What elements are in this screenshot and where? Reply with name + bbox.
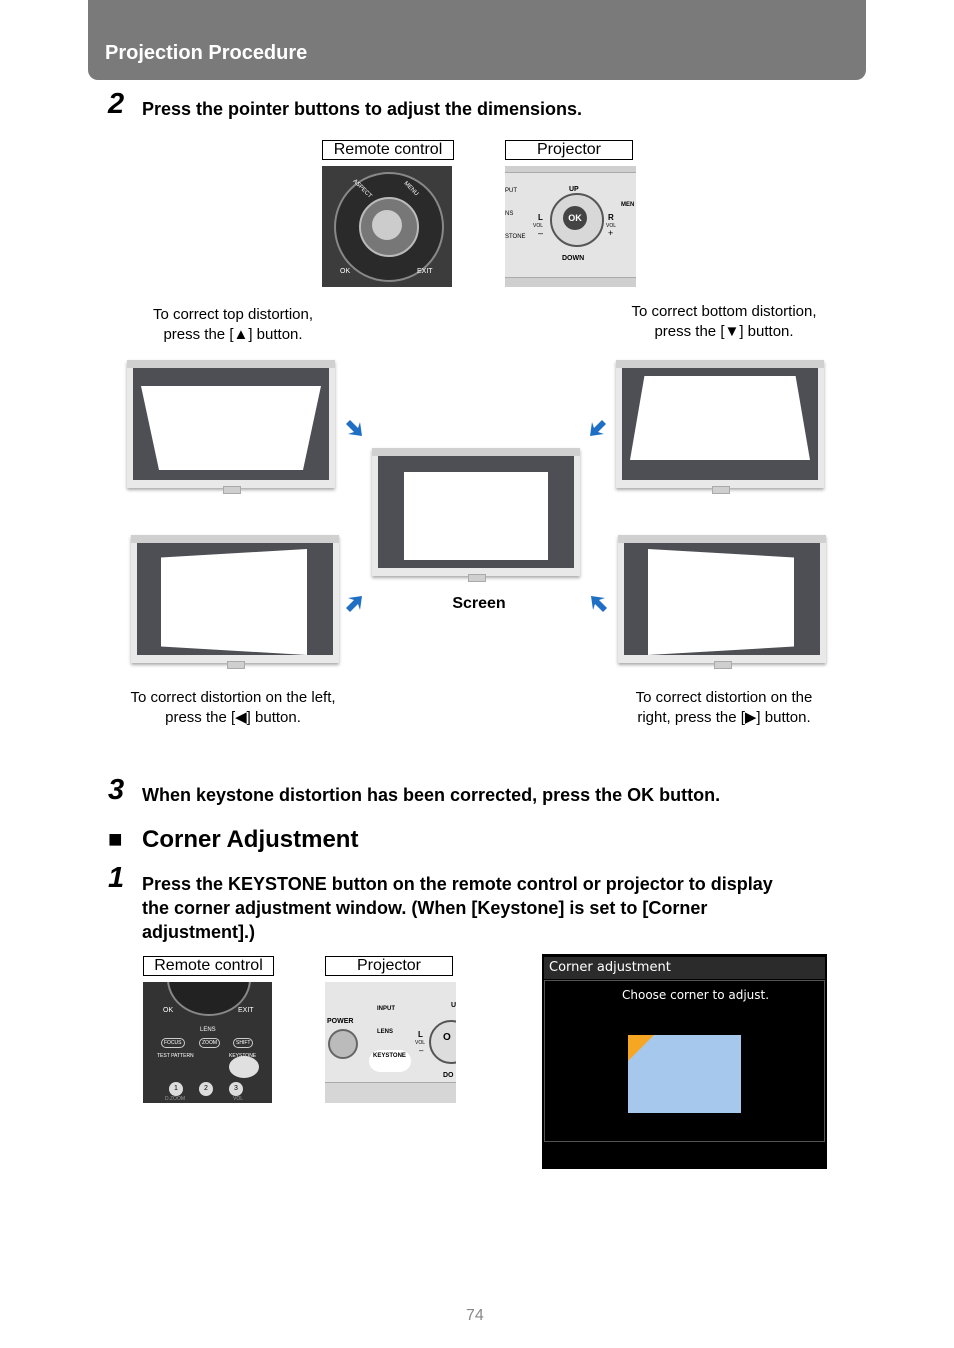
projector2-minus: – <box>419 1046 424 1055</box>
remote-ok-label: OK <box>340 268 351 275</box>
page-header <box>88 0 866 80</box>
remote2-ok: OK <box>163 1007 174 1014</box>
caption-top-left: To correct top distortion, press the [▲]… <box>130 305 336 345</box>
projector2-lens-label: LENS <box>377 1029 394 1035</box>
remote2-shift: SHIFT <box>233 1038 254 1048</box>
projector2-power-label: POWER <box>327 1018 354 1025</box>
caption-line: To correct distortion on the left, <box>130 689 336 706</box>
projector2-keystone-label: KEYSTONE <box>373 1053 406 1059</box>
projector-menu-label: MEN <box>621 202 635 208</box>
arrow-down-right-icon <box>346 420 362 436</box>
projector-vol-left: VOL <box>533 223 544 229</box>
remote2-lens: LENS <box>200 1027 216 1033</box>
caption-line: press the [▲] button. <box>163 326 303 343</box>
caption-line: right, press the [▶] button. <box>637 709 811 726</box>
screen-bottom-distortion <box>616 360 824 494</box>
remote2-btn-3: 3 <box>229 1082 243 1096</box>
projector-label: Projector <box>325 956 453 976</box>
arrow-up-left-icon <box>591 596 607 612</box>
projector-r-label: R <box>608 213 614 222</box>
projector-ok-button: OK <box>563 206 587 230</box>
step-line: Press the KEYSTONE button on the remote … <box>142 874 773 894</box>
projector-keystone-label: STONE <box>505 234 526 240</box>
projector-vol-right: VOL <box>606 223 617 229</box>
projector-l-label: L <box>538 213 543 222</box>
caption-line: press the [◀] button. <box>165 709 301 726</box>
remote-control-label: Remote control <box>322 140 454 160</box>
header-title: Projection Procedure <box>105 42 308 64</box>
screen-caption: Screen <box>452 595 506 612</box>
projector2-do-label: DO <box>443 1072 454 1079</box>
step-number: 1 <box>108 862 125 894</box>
screen-corrected <box>372 448 580 582</box>
corner-adjustment-window: Corner adjustment Choose corner to adjus… <box>542 954 827 1169</box>
remote2-test-pattern: TEST PATTERN <box>157 1053 194 1059</box>
caption-top-right: To correct bottom distortion, press the … <box>610 302 838 342</box>
caption-bottom-right: To correct distortion on the right, pres… <box>614 688 834 728</box>
arrow-down-left-icon <box>590 420 606 436</box>
step-line: the corner adjustment window. (When [Key… <box>142 898 708 918</box>
caption-line: To correct bottom distortion, <box>631 303 817 320</box>
projector-plus: + <box>608 228 614 238</box>
section-title: Corner Adjustment <box>142 826 359 853</box>
projector-up-label: UP <box>569 186 579 193</box>
projector-panel-image: OK UP DOWN L R VOL VOL – + PUT NS STONE … <box>505 166 636 287</box>
step-number: 2 <box>108 88 125 120</box>
projector-label: Projector <box>505 140 633 160</box>
remote2-focus: FOCUS <box>161 1038 185 1048</box>
corner-marker-icon <box>628 1035 654 1061</box>
corner-preview <box>628 1035 741 1113</box>
projector2-u-label: U <box>451 1002 456 1009</box>
projector-keystone-image: POWER INPUT LENS KEYSTONE L VOL – U DO O <box>325 982 456 1103</box>
osd-title: Corner adjustment <box>544 957 825 979</box>
remote2-btn-1: 1 <box>169 1082 183 1096</box>
projector2-l-label: L <box>418 1030 423 1039</box>
caption-bottom-left: To correct distortion on the left, press… <box>112 688 354 728</box>
remote2-vol: VOL <box>233 1096 244 1102</box>
arrow-up-right-icon <box>346 596 362 612</box>
caption-line: To correct top distortion, <box>152 306 314 323</box>
remote-control-keystone-image: OK EXIT LENS FOCUS ZOOM SHIFT TEST PATTE… <box>143 982 272 1103</box>
step-line: adjustment].) <box>142 922 256 942</box>
page-number: 74 <box>466 1307 484 1324</box>
projector-down-label: DOWN <box>562 255 585 262</box>
step-text: When keystone distortion has been correc… <box>142 785 721 805</box>
step-text: Press the pointer buttons to adjust the … <box>142 99 583 119</box>
projector2-input-label: INPUT <box>377 1006 395 1012</box>
caption-line: To correct distortion on the <box>635 689 813 706</box>
remote-exit-label: EXIT <box>417 268 433 275</box>
remote2-zoom: ZOOM <box>199 1038 220 1048</box>
step-text: Press the KEYSTONE button on the remote … <box>142 872 862 944</box>
projector2-o-label: O <box>443 1032 451 1043</box>
projector2-vol-label: VOL <box>415 1040 426 1046</box>
osd-message: Choose corner to adjust. <box>622 988 770 1002</box>
remote2-dzoom: D.ZOOM <box>165 1096 185 1102</box>
projector-lens-label: NS <box>505 211 514 217</box>
projector-minus: – <box>538 228 544 238</box>
step-number: 3 <box>108 774 125 806</box>
projector-input-label: PUT <box>505 188 517 194</box>
caption-line: press the [▼] button. <box>654 323 794 340</box>
screen-left-distortion <box>131 535 339 669</box>
screen-right-distortion <box>618 535 826 669</box>
remote2-exit: EXIT <box>238 1007 254 1014</box>
section-marker: ■ <box>108 826 123 853</box>
screen-top-distortion <box>127 360 335 494</box>
remote-control-label: Remote control <box>143 956 274 976</box>
remote-control-image: OK EXIT ASPECT MENU <box>322 166 452 287</box>
remote2-btn-2: 2 <box>199 1082 213 1096</box>
